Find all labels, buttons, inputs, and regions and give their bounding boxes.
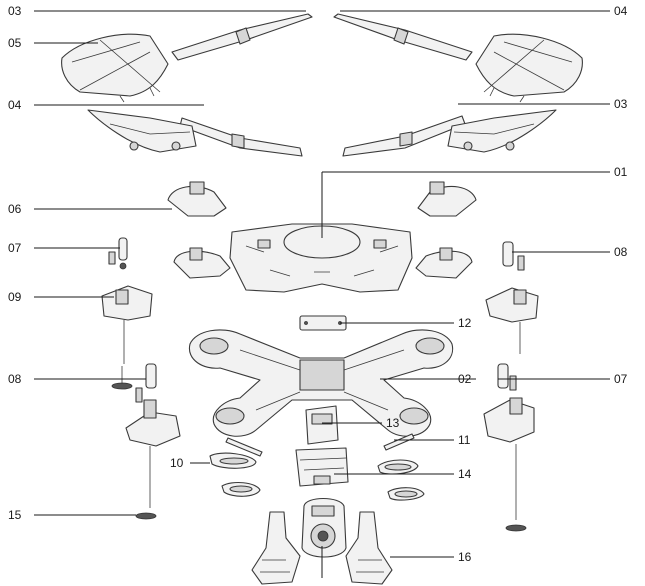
battery-cover: [299, 315, 347, 331]
gear-holder-left-lower: [125, 399, 181, 520]
label-15: 15: [8, 508, 22, 522]
label-03-top-left: 03: [8, 4, 22, 18]
motor-right-lower: [497, 363, 517, 391]
ring-right-upper: [377, 459, 419, 475]
guard-top-right: [475, 33, 583, 103]
motor-right-upper: [502, 241, 525, 271]
propeller-top-left: [171, 13, 313, 61]
label-03-right: 03: [614, 97, 628, 111]
motor-housing-top-right: [417, 181, 477, 217]
gear-holder-right-upper: [485, 287, 539, 354]
label-11: 11: [458, 433, 471, 447]
pin-left: [225, 437, 263, 457]
guard-mid-right: [447, 109, 557, 153]
label-04-top-right: 04: [614, 4, 628, 18]
label-07-right: 07: [614, 372, 628, 386]
motor-left-lower: [135, 363, 157, 403]
guard-top-left: [61, 33, 169, 103]
landing-leg-left: [251, 511, 301, 585]
landing-leg-right: [345, 511, 393, 585]
label-14: 14: [458, 467, 472, 481]
ring-left-lower: [221, 481, 261, 497]
label-06: 06: [8, 202, 22, 216]
propeller-mid-right: [342, 115, 466, 157]
label-16: 16: [458, 550, 472, 564]
propeller-mid-left: [179, 117, 303, 157]
label-08-left: 08: [8, 372, 22, 386]
label-09: 09: [8, 290, 22, 304]
guard-mid-left: [87, 109, 197, 153]
motor-left-upper: [108, 237, 128, 270]
motor-housing-mid-left: [173, 247, 231, 279]
gear-holder-left-upper: [101, 285, 153, 390]
battery-pack: [301, 497, 347, 558]
battery-box: [295, 447, 349, 487]
label-12: 12: [458, 316, 472, 330]
ring-left-upper: [209, 452, 257, 469]
motor-housing-top-left: [167, 181, 227, 217]
pin-right: [383, 433, 415, 451]
label-05: 05: [8, 36, 22, 50]
label-07-left: 07: [8, 241, 22, 255]
leader-lines: [34, 10, 610, 578]
label-04-left: 04: [8, 98, 22, 112]
label-10: 10: [170, 456, 184, 470]
label-08-right: 08: [614, 245, 628, 259]
control-board: [305, 405, 339, 445]
top-cover: [229, 223, 413, 293]
motor-housing-mid-right: [415, 247, 473, 279]
label-01: 01: [614, 165, 628, 179]
ring-right-lower: [387, 487, 425, 501]
label-02: 02: [458, 372, 472, 386]
main-frame: [188, 329, 454, 437]
callout-labels: 03 04 05 04 03 01 06 07 08 09 12 08 02 0…: [8, 4, 628, 564]
propeller-top-right: [333, 13, 473, 61]
label-13: 13: [386, 416, 400, 430]
gear-holder-right-lower: [483, 397, 535, 532]
